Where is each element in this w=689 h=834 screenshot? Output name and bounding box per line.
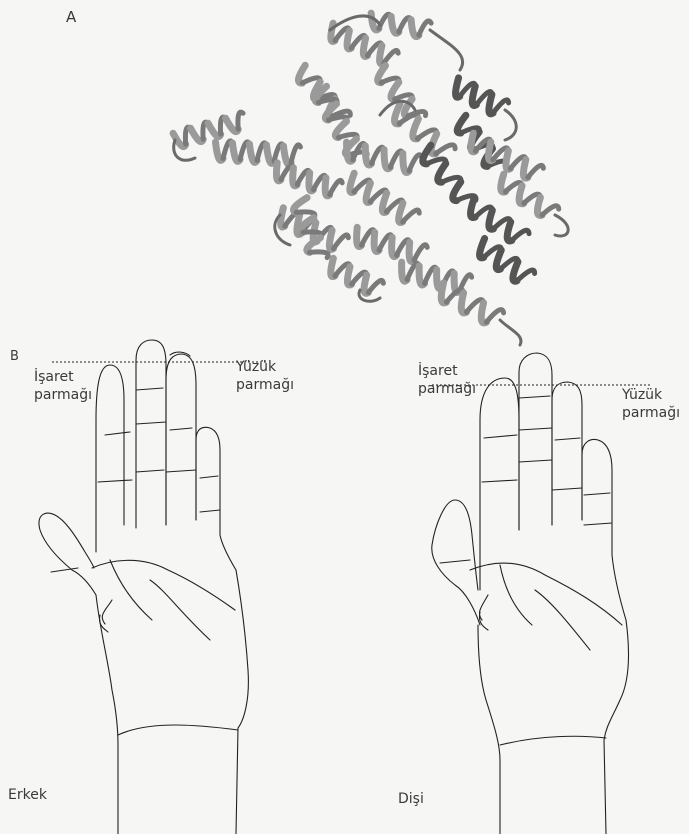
female-hand bbox=[432, 353, 629, 834]
male-thumb bbox=[39, 513, 96, 595]
female-ring-label-line2: parmağı bbox=[622, 404, 680, 423]
female-thumb-crease bbox=[440, 560, 470, 563]
male-index-label-line2: parmağı bbox=[34, 386, 92, 405]
female-index-finger bbox=[480, 378, 519, 590]
male-index-finger bbox=[96, 365, 124, 552]
male-ring-finger bbox=[166, 354, 196, 525]
male-index-label-line1: İşaret bbox=[34, 368, 74, 387]
male-caption: Erkek bbox=[8, 786, 47, 805]
male-palm-outline bbox=[96, 570, 248, 834]
male-ring-label-line2: parmağı bbox=[236, 376, 294, 395]
female-palm-lines bbox=[470, 563, 622, 650]
male-middle-finger bbox=[136, 340, 166, 528]
female-index-label-line2: parmağı bbox=[418, 380, 476, 399]
female-caption: Dişi bbox=[398, 790, 424, 809]
female-middle-finger bbox=[519, 353, 552, 530]
female-ring-finger bbox=[552, 382, 582, 525]
male-little-finger bbox=[196, 427, 236, 570]
male-hand bbox=[39, 340, 248, 834]
female-index-label-line1: İşaret bbox=[418, 362, 458, 381]
female-palm-outline bbox=[478, 620, 628, 834]
male-ring-label-line1: Yüzük bbox=[236, 358, 276, 377]
female-ring-label-line1: Yüzük bbox=[622, 386, 662, 405]
female-thumb bbox=[432, 500, 480, 625]
panel-b-label: B bbox=[10, 347, 19, 366]
female-little-finger bbox=[582, 440, 626, 620]
male-palm-lines bbox=[92, 560, 235, 640]
